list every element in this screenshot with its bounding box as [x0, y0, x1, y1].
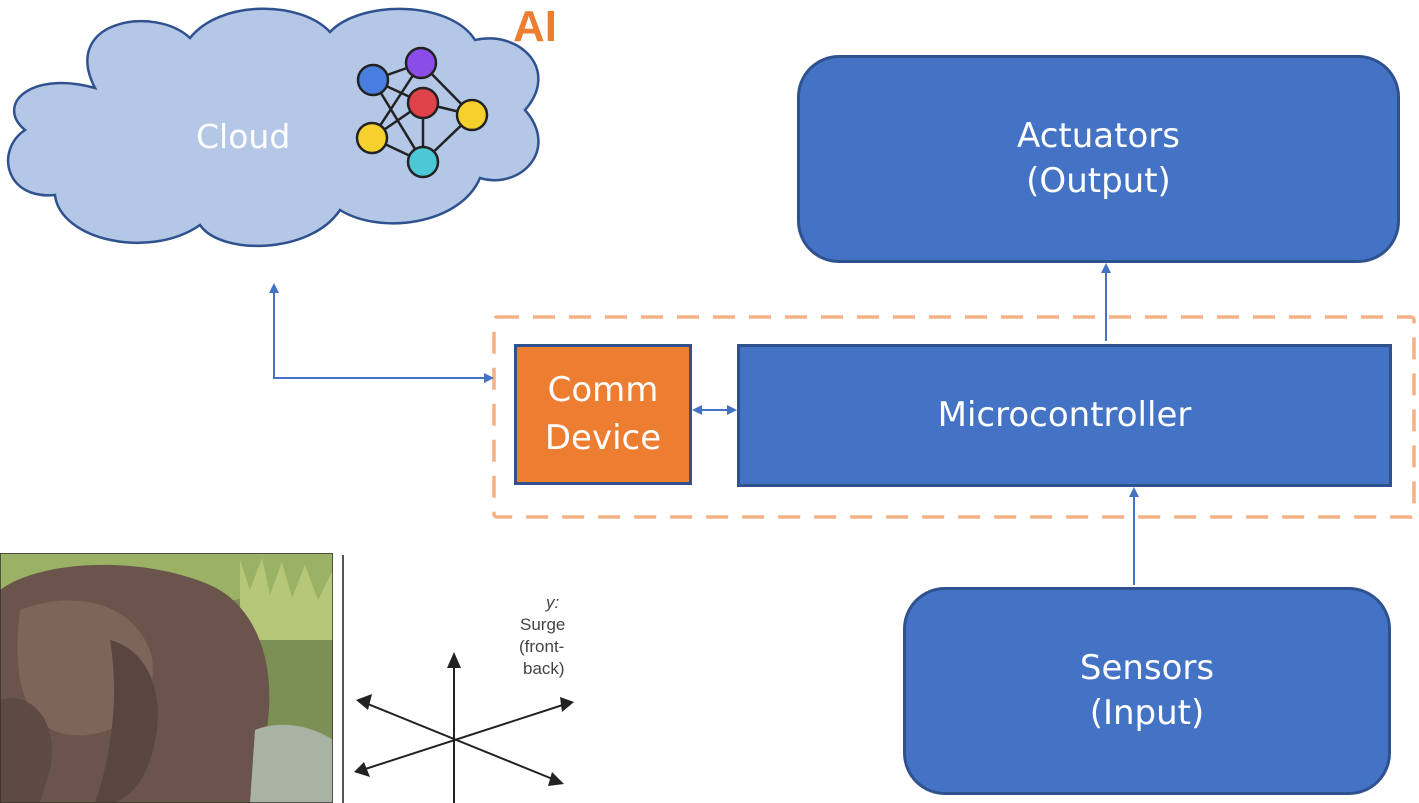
axis-y-desc-1: (front- [519, 637, 565, 656]
cloud-comm-connector [269, 283, 494, 383]
neural-network-icon [355, 46, 489, 179]
ai-label: AI [513, 2, 557, 51]
comm-device-block: Comm Device [514, 344, 692, 485]
axis-y-letter: y: [546, 593, 560, 612]
axes-illustration [354, 652, 574, 803]
microcontroller-block: Microcontroller [737, 344, 1392, 487]
axis-y-desc-2: back) [523, 659, 565, 678]
connectors [269, 263, 1139, 585]
elephant-photo [0, 553, 333, 803]
axis-y-label: Surge [520, 615, 566, 634]
sensors-block: Sensors (Input) [903, 587, 1391, 795]
actuators-block: Actuators (Output) [797, 55, 1400, 263]
cloud-label: Cloud [196, 117, 291, 156]
controller-group-border [492, 315, 1416, 519]
